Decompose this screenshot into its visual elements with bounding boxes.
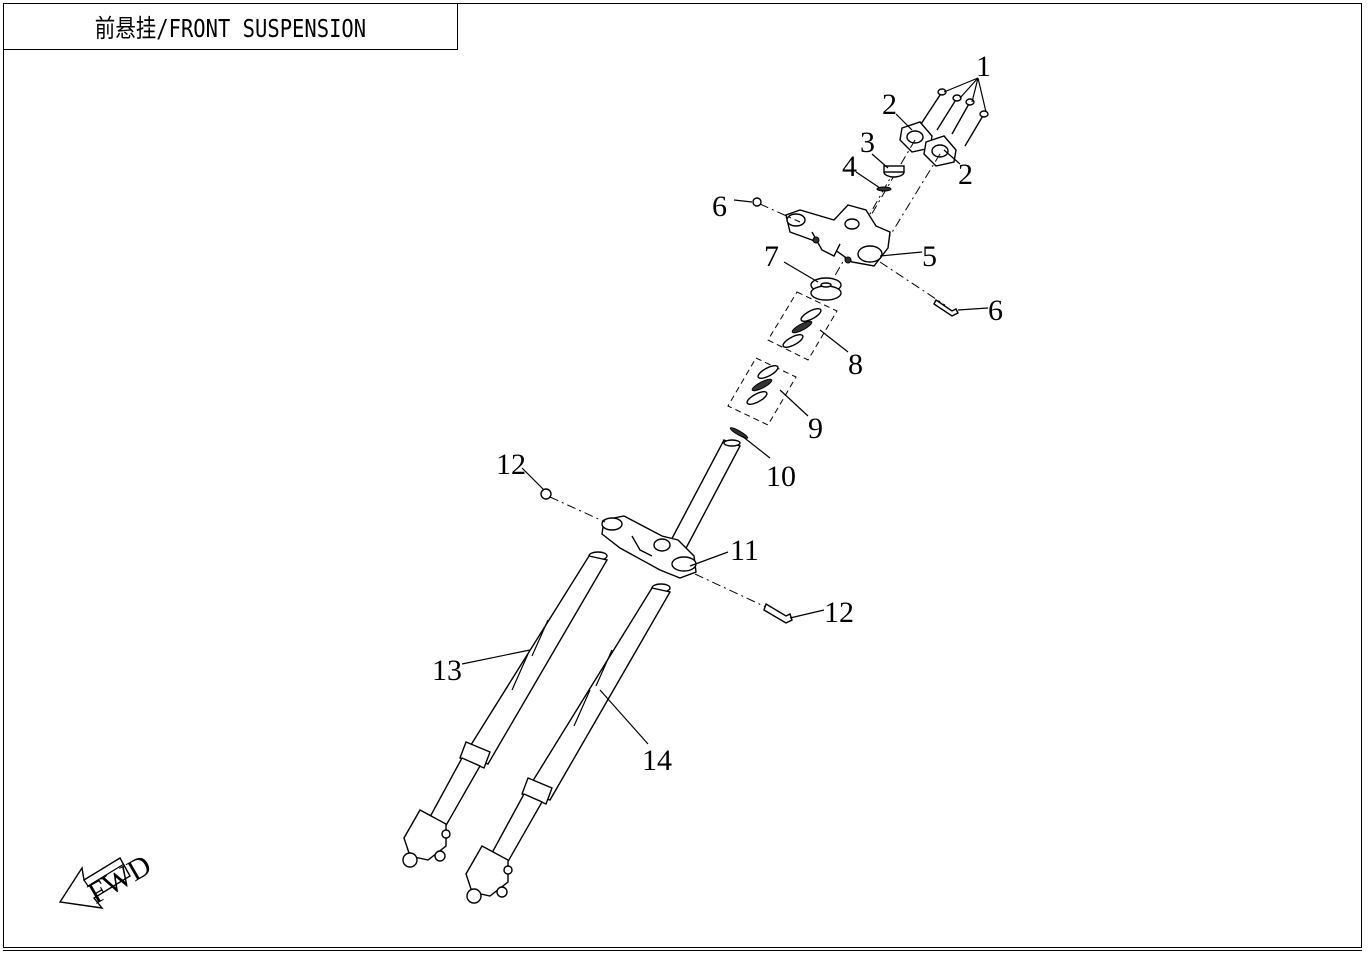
fork-leg-left (402, 551, 609, 868)
callout-leaders (461, 77, 989, 745)
page-title: 前悬挂/FRONT SUSPENSION (94, 13, 367, 43)
callout-13: 13 (432, 654, 462, 687)
callout-10: 10 (766, 460, 796, 493)
bottom-border (3, 950, 1362, 951)
bearing-set-lower (727, 357, 797, 426)
upper-triple-clamp (785, 204, 891, 267)
steering-nut (876, 165, 905, 192)
callout-6b: 6 (988, 294, 1003, 327)
pinch-bolt-upper (752, 197, 959, 317)
callout-2a: 2 (882, 88, 897, 121)
lower-triple-clamp (601, 439, 741, 579)
callout-6a: 6 (712, 190, 727, 223)
callout-12b: 12 (824, 596, 854, 629)
bearing-cup (810, 277, 842, 301)
callout-14: 14 (642, 744, 672, 777)
pinch-bolt-lower (540, 488, 793, 624)
callout-9: 9 (808, 412, 823, 445)
callout-2b: 2 (958, 158, 973, 191)
callout-8: 8 (848, 348, 863, 381)
handlebar-clamps (899, 121, 957, 167)
callout-4: 4 (842, 150, 857, 183)
drawing-frame (3, 3, 1362, 948)
dust-seal (729, 427, 749, 439)
title-block: 前悬挂/FRONT SUSPENSION (3, 3, 458, 50)
top-bolts (920, 88, 989, 147)
callout-1: 1 (976, 50, 991, 83)
callout-5: 5 (922, 240, 937, 273)
bearing-set-upper (767, 291, 838, 361)
callout-3: 3 (860, 126, 875, 159)
callout-12a: 12 (496, 448, 526, 481)
fwd-arrow-icon (58, 857, 131, 909)
callout-11: 11 (730, 534, 759, 567)
fork-leg-right (465, 583, 672, 904)
callout-labels: 1 2 2 3 4 5 6 6 7 8 9 10 11 12 12 13 14 (432, 50, 1003, 777)
callout-7: 7 (764, 240, 779, 273)
